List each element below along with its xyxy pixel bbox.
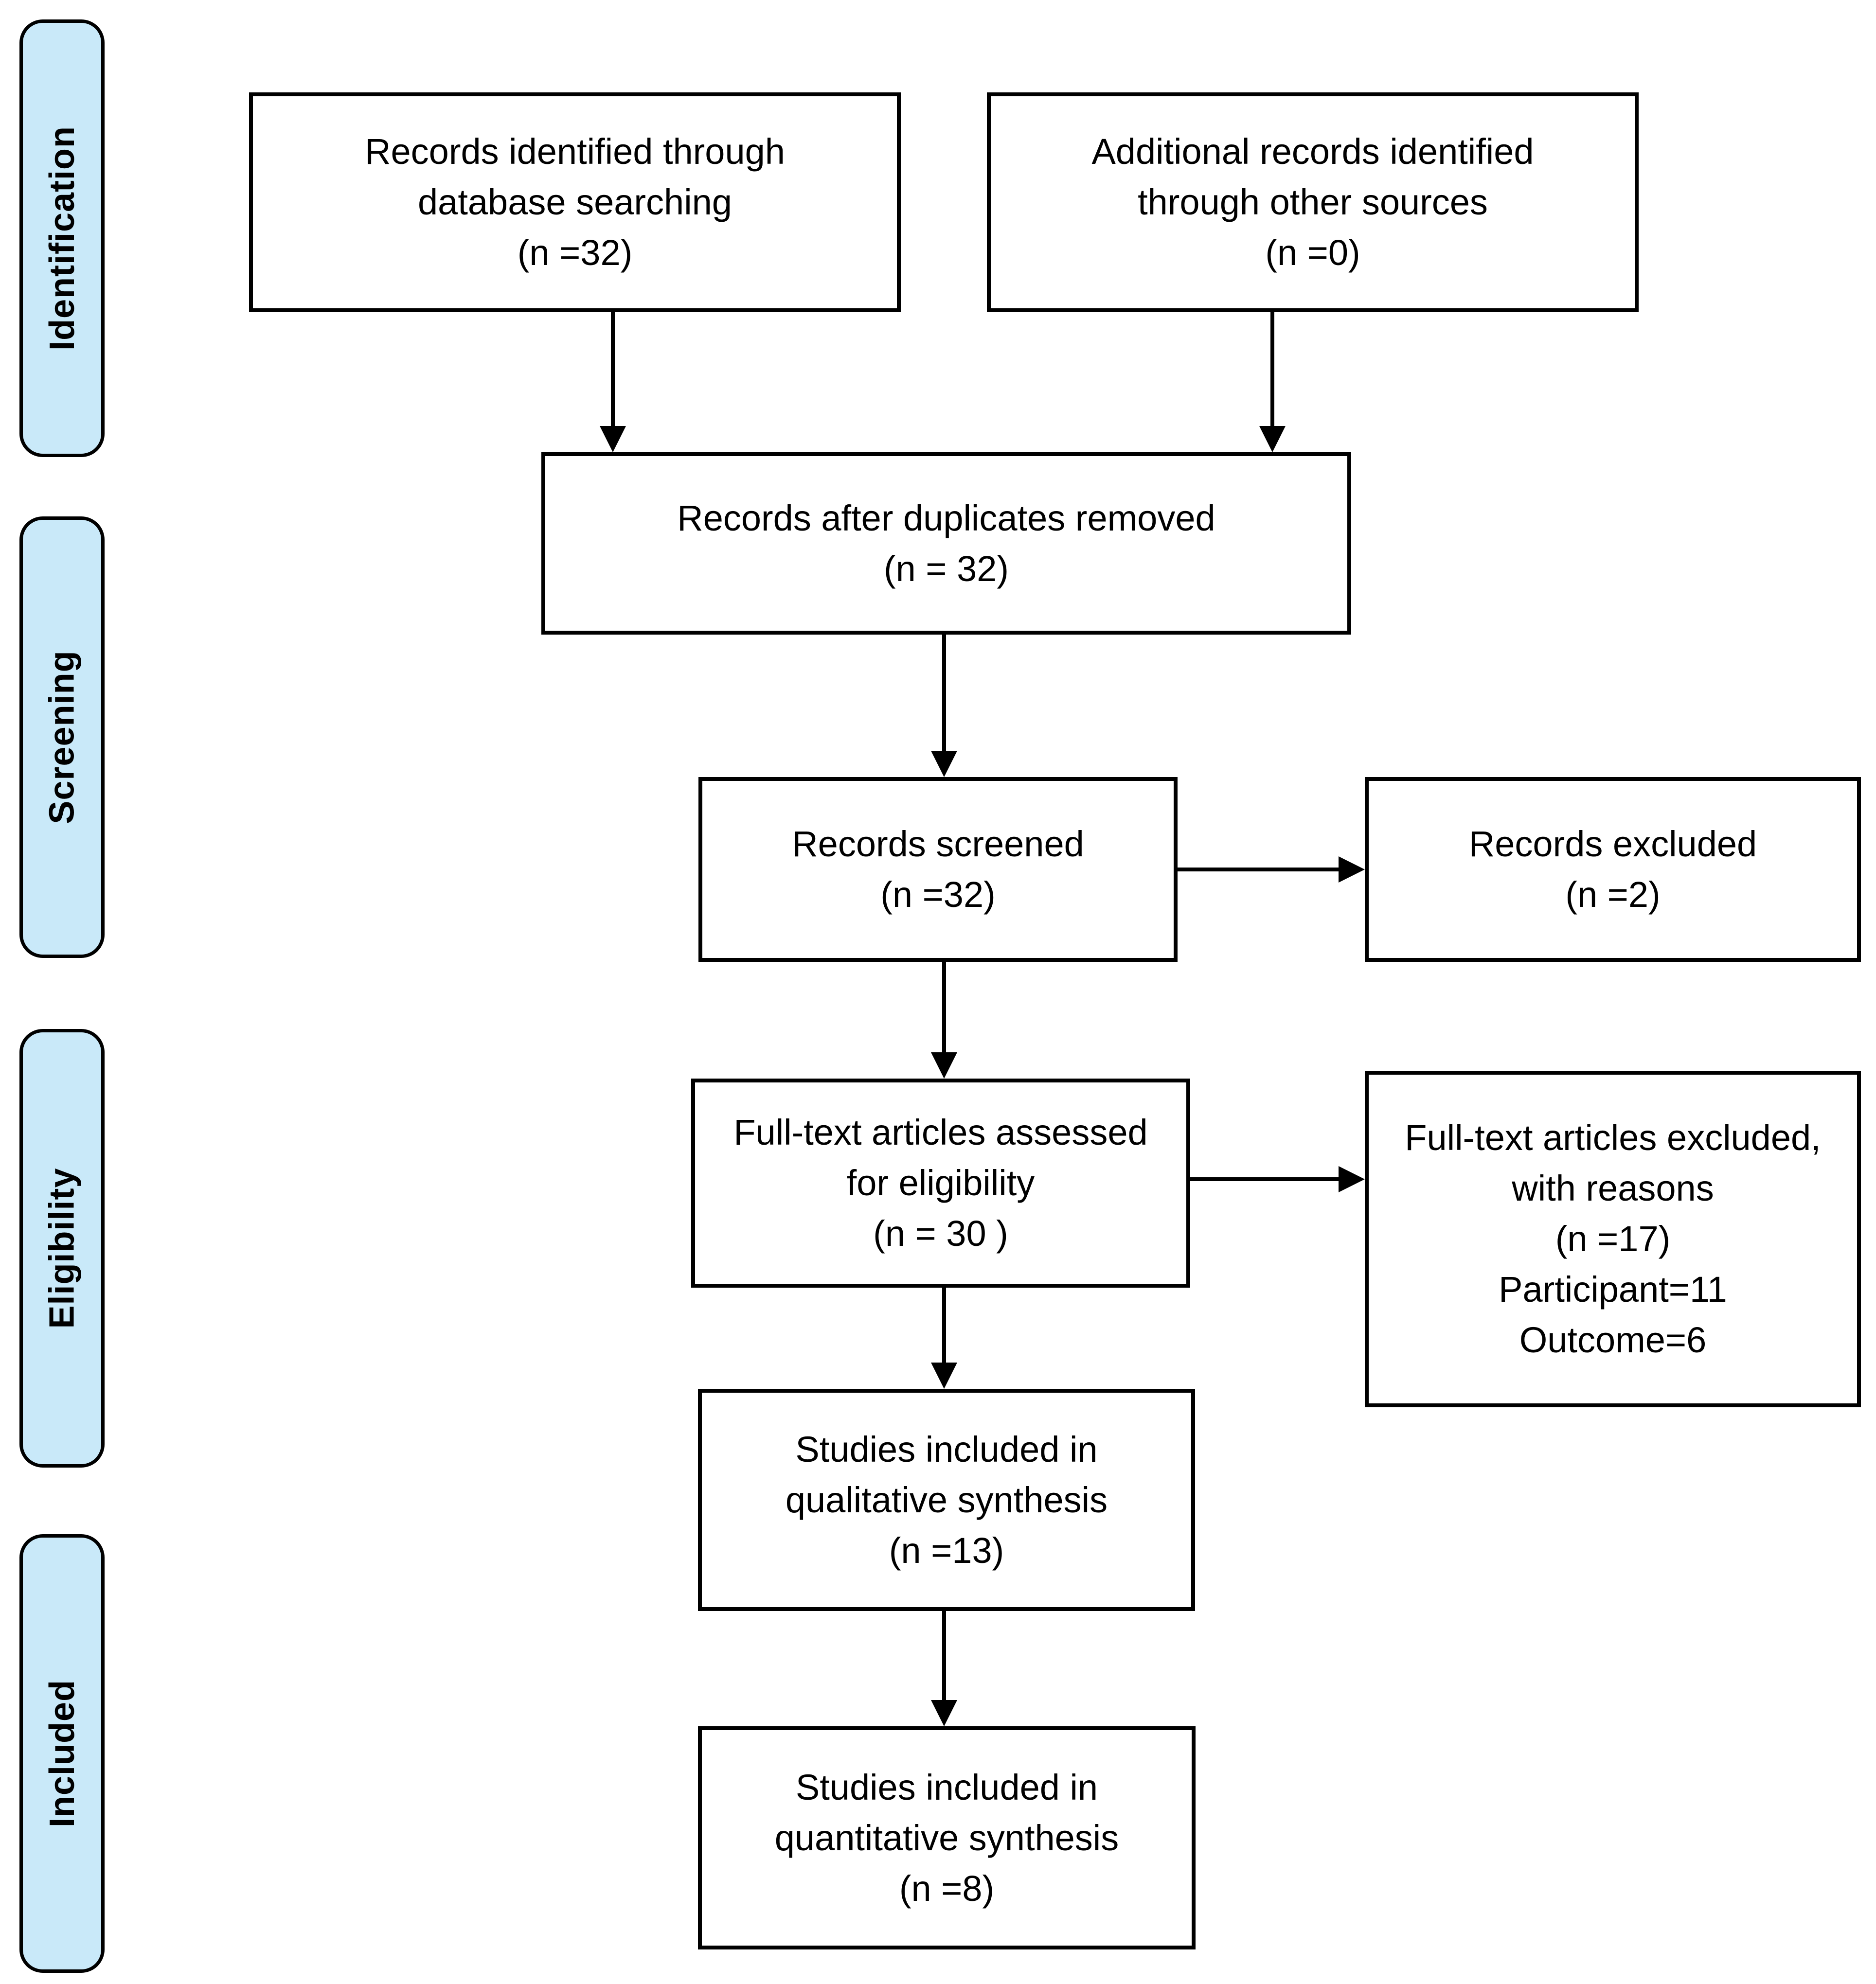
box-count-line: (n = 30 ) bbox=[873, 1213, 1008, 1254]
box-text-line: through other sources bbox=[1138, 182, 1488, 222]
box-text-line: for eligibility bbox=[846, 1163, 1035, 1203]
arrowhead-down-icon bbox=[931, 1052, 957, 1079]
phase-pill-included: Included bbox=[19, 1534, 105, 1973]
phase-label-included: Included bbox=[42, 1679, 82, 1828]
box-text-line: qualitative synthesis bbox=[785, 1479, 1108, 1520]
box-text-line: Records screened bbox=[792, 824, 1084, 864]
box-text-line: Records identified through bbox=[365, 131, 785, 172]
box-count-line: (n =32) bbox=[517, 232, 633, 273]
arrow-screened-to-fulltext-line bbox=[942, 962, 946, 1053]
box-reason-line: Participant=11 bbox=[1499, 1269, 1727, 1310]
phase-pill-identification: Identification bbox=[19, 19, 105, 457]
arrow-duplicates-to-screened-line bbox=[942, 635, 946, 752]
phase-pill-eligibility: Eligibility bbox=[19, 1029, 105, 1468]
box-count-line: (n = 32) bbox=[883, 548, 1009, 589]
arrowhead-right-icon bbox=[1339, 856, 1365, 883]
arrow-screened-to-excluded-line bbox=[1178, 868, 1340, 871]
arrow-identified-to-duplicates-line bbox=[611, 312, 615, 427]
arrow-additional-to-duplicates-line bbox=[1270, 312, 1274, 427]
arrowhead-down-icon bbox=[600, 426, 626, 452]
arrowhead-down-icon bbox=[931, 751, 957, 777]
box-records-excluded: Records excluded (n =2) bbox=[1365, 777, 1861, 962]
box-text-line: Records after duplicates removed bbox=[677, 497, 1215, 538]
box-text-line: quantitative synthesis bbox=[774, 1817, 1119, 1858]
arrowhead-down-icon bbox=[931, 1700, 957, 1726]
box-duplicates-removed: Records after duplicates removed (n = 32… bbox=[541, 452, 1351, 635]
box-count-line: (n =17) bbox=[1555, 1219, 1671, 1259]
box-count-line: (n =0) bbox=[1265, 232, 1360, 273]
phase-label-screening: Screening bbox=[42, 650, 82, 824]
box-fulltext-excluded: Full-text articles excluded, with reason… bbox=[1365, 1071, 1861, 1407]
arrowhead-down-icon bbox=[1259, 426, 1286, 452]
box-text-line: Full-text articles assessed bbox=[733, 1112, 1148, 1152]
arrow-qualitative-to-quantitative-line bbox=[942, 1611, 946, 1701]
arrowhead-right-icon bbox=[1339, 1166, 1365, 1192]
box-count-line: (n =13) bbox=[889, 1530, 1004, 1571]
box-text-line: database searching bbox=[418, 182, 732, 222]
phase-pill-screening: Screening bbox=[19, 516, 105, 958]
box-additional-records: Additional records identified through ot… bbox=[987, 92, 1639, 312]
box-reason-line: Outcome=6 bbox=[1519, 1320, 1707, 1360]
box-count-line: (n =2) bbox=[1565, 874, 1661, 915]
box-count-line: (n =8) bbox=[899, 1868, 995, 1909]
phase-label-eligibility: Eligibility bbox=[42, 1168, 82, 1329]
box-text-line: Studies included in bbox=[795, 1767, 1098, 1807]
box-quantitative-synthesis: Studies included in quantitative synthes… bbox=[698, 1726, 1196, 1949]
box-count-line: (n =32) bbox=[880, 874, 996, 915]
box-text-line: Full-text articles excluded, bbox=[1405, 1117, 1821, 1158]
arrowhead-down-icon bbox=[931, 1363, 957, 1389]
box-records-identified: Records identified through database sear… bbox=[249, 92, 901, 312]
arrow-fulltext-to-qualitative-line bbox=[942, 1288, 946, 1364]
box-qualitative-synthesis: Studies included in qualitative synthesi… bbox=[698, 1389, 1195, 1611]
box-fulltext-assessed: Full-text articles assessed for eligibil… bbox=[691, 1079, 1190, 1288]
arrow-fulltext-to-fulltext-excluded-line bbox=[1190, 1177, 1340, 1181]
box-records-screened: Records screened (n =32) bbox=[698, 777, 1178, 962]
box-text-line: Additional records identified bbox=[1091, 131, 1534, 172]
phase-label-identification: Identification bbox=[42, 126, 82, 351]
box-text-line: Records excluded bbox=[1468, 824, 1757, 864]
box-text-line: Studies included in bbox=[795, 1429, 1098, 1470]
box-text-line: with reasons bbox=[1512, 1168, 1714, 1208]
